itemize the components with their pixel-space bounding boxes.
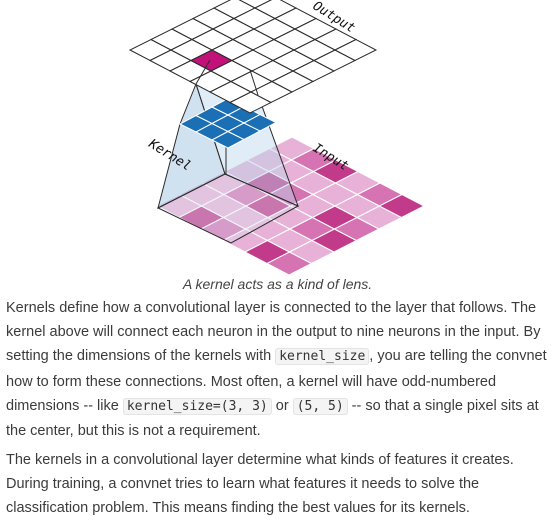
kernel-lens-figure: Output Kernel Input [128, 0, 426, 276]
para1-text-a: Kernels define how a convolutional layer… [6, 300, 541, 365]
paragraph-kernel-features: The kernels in a convolutional layer det… [6, 452, 514, 517]
para1-text-b: , you are telling the convnet how to for… [6, 348, 547, 414]
code-kernel-size-3x3: kernel_size=(3, 3) [122, 397, 272, 415]
paragraph-kernel-definition: Kernels define how a convolutional layer… [6, 296, 551, 443]
output-grid [128, 0, 378, 114]
para1-text-d: -- so that a single pixel sits at the ce… [6, 397, 539, 440]
code-kernel-size: kernel_size [275, 348, 370, 366]
kernel-cell [242, 113, 278, 132]
figure-caption: A kernel acts as a kind of lens. [182, 276, 373, 292]
output-cell [238, 0, 273, 9]
input-cell [378, 193, 426, 219]
kernel-frustum-front [156, 173, 300, 244]
code-5x5: (5, 5) [292, 397, 348, 415]
para1-text-c: or [271, 397, 293, 414]
input-grid [155, 136, 426, 276]
output-cell [333, 38, 378, 62]
